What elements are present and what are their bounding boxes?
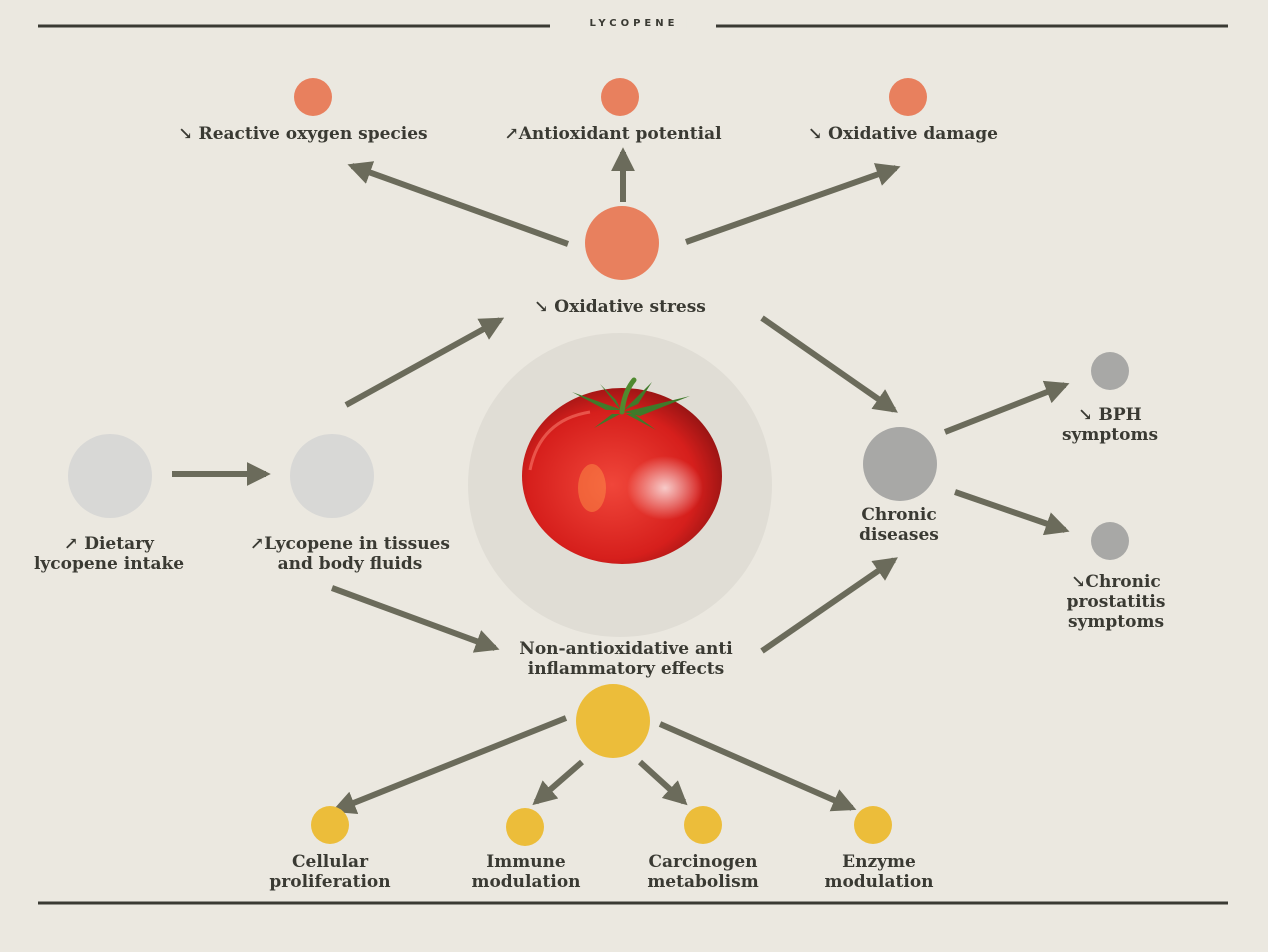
node-chronic xyxy=(863,427,937,501)
label-antioxidant: ↗Antioxidant potential xyxy=(504,124,722,144)
arrow-nonantiox-to-immune xyxy=(532,759,584,806)
node-lycopene-tissues xyxy=(290,434,374,518)
label-immune: Immune modulation xyxy=(471,852,581,892)
node-immune xyxy=(506,808,544,846)
label-oxidative-damage: ↘ Oxidative damage xyxy=(808,124,998,144)
arrow-chronic-to-bph xyxy=(943,380,1070,435)
label-prostatitis: ↘Chronic prostatitis symptoms xyxy=(1066,572,1166,632)
node-bph xyxy=(1091,352,1129,390)
node-oxidative-stress xyxy=(585,206,659,280)
node-enzyme xyxy=(854,806,892,844)
label-dietary: ↗ Dietary lycopene intake xyxy=(33,534,185,574)
arrow-nonantiox-to-chronic xyxy=(760,557,898,654)
label-enzyme: Enzyme modulation xyxy=(824,852,934,892)
node-prostatitis xyxy=(1091,522,1129,560)
node-carcinogen xyxy=(684,806,722,844)
label-bph: ↘ BPH symptoms xyxy=(1061,405,1159,445)
node-ros xyxy=(294,78,332,116)
arrow-tissues-to-stress xyxy=(344,317,505,408)
node-antioxidant xyxy=(601,78,639,116)
label-lycopene-tissues: ↗Lycopene in tissues and body fluids xyxy=(250,534,450,574)
arrow-stress-to-damage xyxy=(685,163,901,245)
arrow-stress-to-chronic xyxy=(760,315,898,413)
arrow-nonantiox-to-enzyme xyxy=(658,721,857,812)
label-carcinogen: Carcinogen metabolism xyxy=(647,852,759,892)
page-title: LYCOPENE xyxy=(581,18,687,29)
label-chronic-diseases: Chronic diseases xyxy=(859,505,939,545)
label-cellular: Cellular proliferation xyxy=(269,852,391,892)
arrow-nonantiox-to-cellular xyxy=(331,715,568,815)
node-damage xyxy=(889,78,927,116)
label-oxidative-stress: ↘ Oxidative stress xyxy=(534,297,706,317)
arrow-chronic-to-prostatitis xyxy=(954,489,1070,536)
arrows xyxy=(172,147,1070,815)
label-non-antioxidative: Non-antioxidative anti inflammatory effe… xyxy=(519,639,733,679)
node-dietary xyxy=(68,434,152,518)
node-nonantiox xyxy=(576,684,650,758)
arrow-nonantiox-to-carcinogen xyxy=(637,759,688,806)
arrow-stress-to-ros xyxy=(347,161,570,247)
label-reactive-oxygen: ↘ Reactive oxygen species xyxy=(178,124,428,144)
node-cellular xyxy=(311,806,349,844)
tomato-icon xyxy=(522,377,722,564)
arrow-tissues-to-nonantiox xyxy=(330,585,500,653)
